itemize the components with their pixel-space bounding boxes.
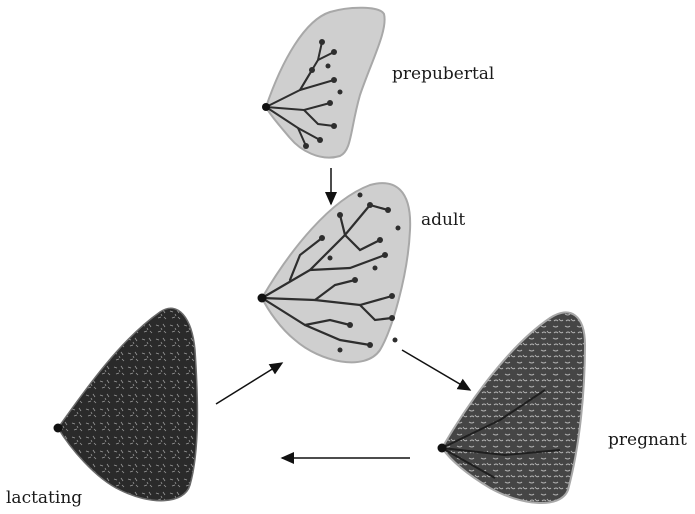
label-lactating: lactating xyxy=(6,488,82,508)
nipple-adult xyxy=(258,294,267,303)
nipple-lactating xyxy=(54,424,63,433)
gland-adult xyxy=(258,183,411,362)
label-pregnant: pregnant xyxy=(608,430,687,450)
arrow-lactating-to-adult xyxy=(216,363,282,404)
arrow-adult-to-pregnant xyxy=(402,350,470,390)
nipple-pregnant xyxy=(438,444,447,453)
gland-lactating xyxy=(54,308,198,500)
gland-prepubertal xyxy=(262,8,385,158)
gland-pregnant xyxy=(438,312,586,503)
nipple-prepubertal xyxy=(262,103,270,111)
label-prepubertal: prepubertal xyxy=(392,64,494,84)
label-adult: adult xyxy=(421,210,465,230)
